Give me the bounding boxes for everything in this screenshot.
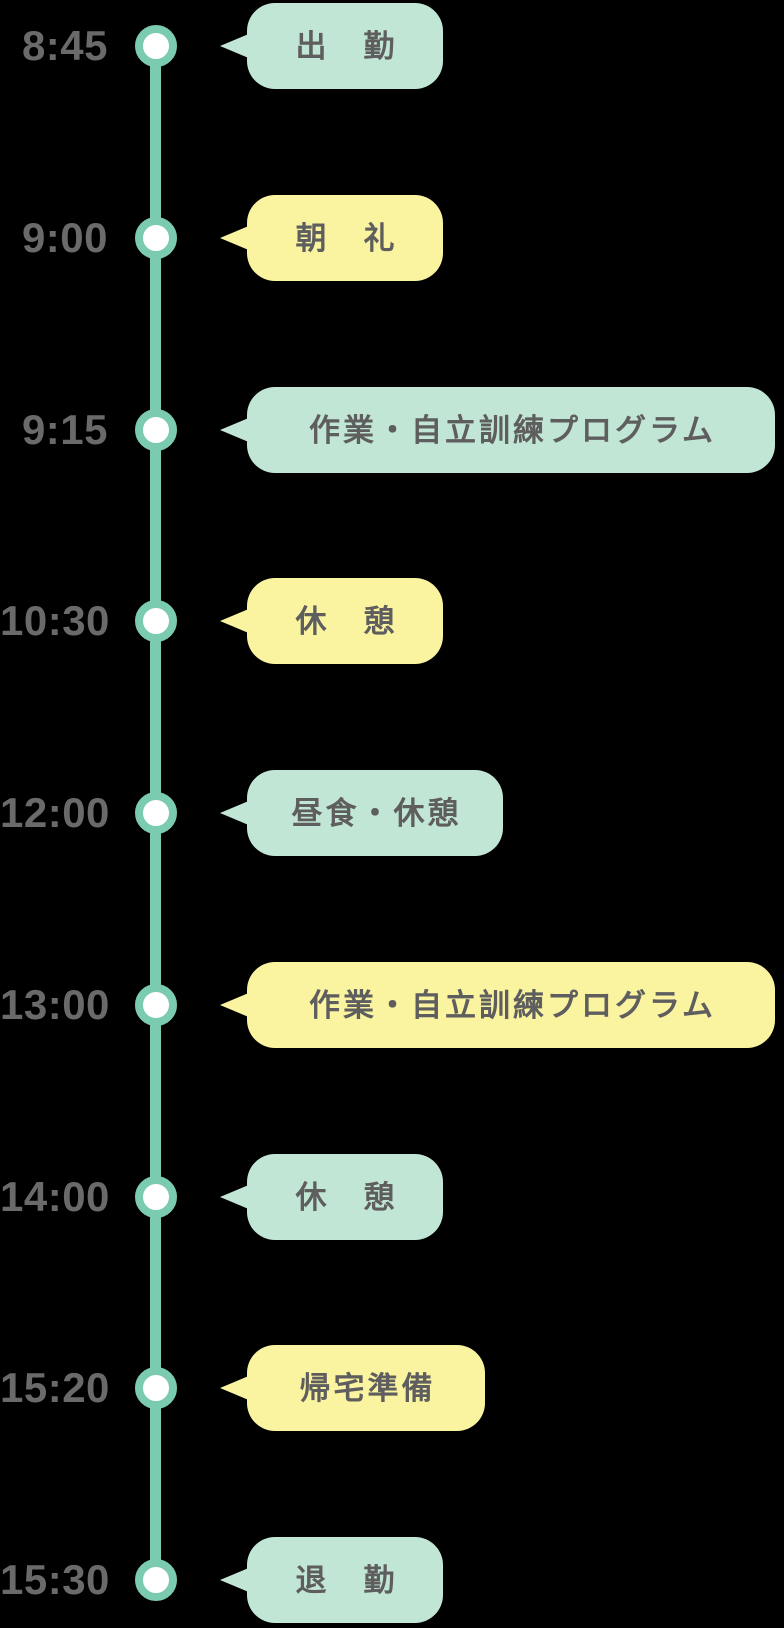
event-label: 作業・自立訓練プログラム xyxy=(308,412,717,448)
event-bubble: 帰宅準備 xyxy=(220,1345,485,1431)
time-label: 10:30 xyxy=(0,597,110,644)
time-label: 15:20 xyxy=(0,1364,110,1411)
bubble-tail-icon xyxy=(220,1567,251,1593)
event-bubble: 出 勤 xyxy=(220,3,443,89)
time-label: 8:45 xyxy=(21,22,108,69)
time-label: 13:00 xyxy=(0,981,110,1028)
timeline-node-dot xyxy=(135,1367,177,1409)
bubble-tail-icon xyxy=(220,225,251,251)
time-label: 9:15 xyxy=(21,406,108,453)
event-bubble: 休 憩 xyxy=(220,1154,443,1240)
time-label: 14:00 xyxy=(0,1173,110,1220)
timeline-node-dot xyxy=(135,600,177,642)
timeline-node-dot xyxy=(135,984,177,1026)
event-bubble: 休 憩 xyxy=(220,578,443,664)
bubble-tail-icon xyxy=(220,417,251,443)
timeline-node-dot xyxy=(135,25,177,67)
time-label: 15:30 xyxy=(0,1556,110,1603)
event-bubble: 作業・自立訓練プログラム xyxy=(220,387,775,473)
event-bubble: 退 勤 xyxy=(220,1537,443,1623)
timeline-node-dot xyxy=(135,217,177,259)
event-bubble: 朝 礼 xyxy=(220,195,443,281)
bubble-tail-icon xyxy=(220,33,251,59)
bubble-tail-icon xyxy=(220,608,251,634)
timeline-node-dot xyxy=(135,409,177,451)
bubble-tail-icon xyxy=(220,1184,251,1210)
timeline-node-dot xyxy=(135,792,177,834)
bubble-tail-icon xyxy=(220,800,251,826)
event-label: 帰宅準備 xyxy=(299,1370,436,1406)
event-label: 休 憩 xyxy=(295,1179,398,1215)
event-label: 作業・自立訓練プログラム xyxy=(308,987,717,1023)
event-label: 休 憩 xyxy=(295,603,398,639)
time-label: 12:00 xyxy=(0,789,110,836)
timeline-node-dot xyxy=(135,1559,177,1601)
timeline-node-dot xyxy=(135,1176,177,1218)
event-label: 出 勤 xyxy=(295,28,398,64)
bubble-tail-icon xyxy=(220,992,251,1018)
event-label: 朝 礼 xyxy=(295,220,398,256)
bubble-tail-icon xyxy=(220,1375,251,1401)
time-label: 9:00 xyxy=(21,214,108,261)
event-label: 退 勤 xyxy=(295,1562,398,1598)
event-bubble: 作業・自立訓練プログラム xyxy=(220,962,775,1048)
event-bubble: 昼食・休憩 xyxy=(220,770,503,856)
event-label: 昼食・休憩 xyxy=(291,795,462,831)
